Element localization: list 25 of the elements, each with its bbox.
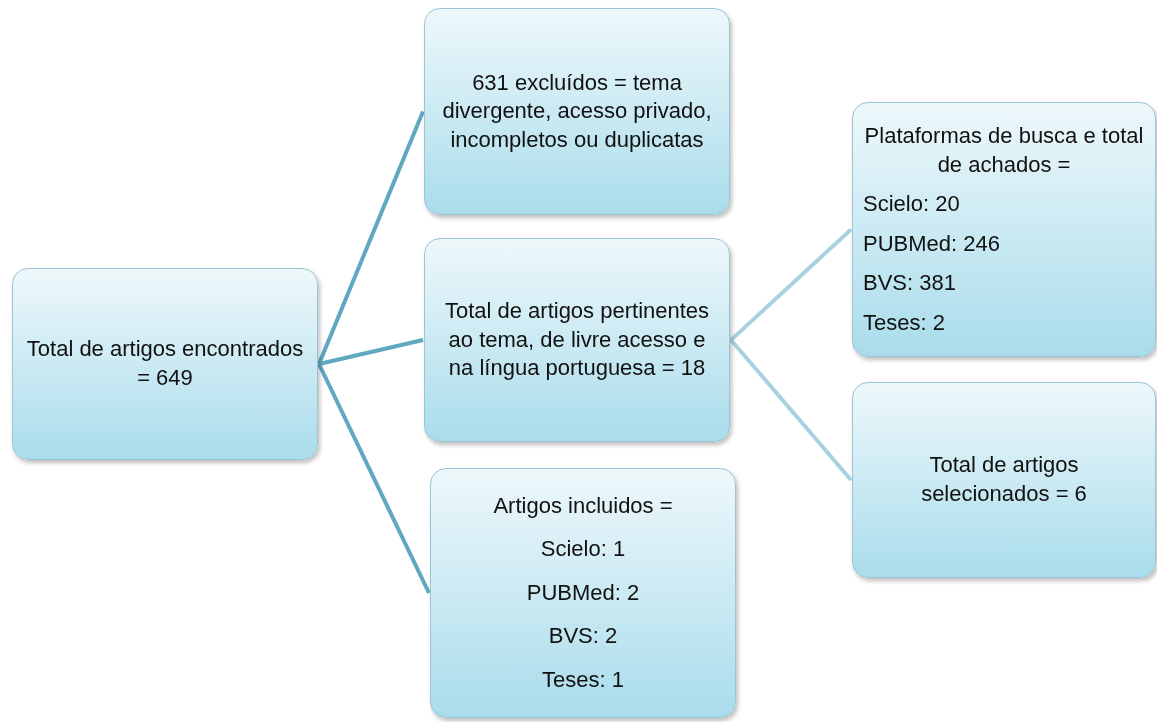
list-item: PUBMed: 246	[863, 229, 1001, 258]
connector-line	[318, 338, 424, 366]
list-item: BVS: 2	[547, 622, 619, 651]
list-item: PUBMed: 2	[525, 578, 641, 607]
connector-line	[729, 228, 853, 342]
process-box	[424, 8, 730, 215]
process-box	[424, 238, 730, 442]
box-text: Artigos incluidos =	[492, 491, 674, 520]
connector-line	[729, 338, 853, 482]
connector-line	[317, 110, 425, 365]
process-box	[430, 468, 736, 718]
box-text: Total de artigos selecionados = 6	[920, 451, 1088, 508]
box-text: 631 excluídos = tema divergente, acesso privado, incompletos ou duplicatas	[441, 68, 713, 154]
box-text: Total de artigos encontrados = 649	[25, 335, 305, 392]
box-text: Total de artigos pertinentes ao tema, de livre acesso e na língua portuguesa = 18	[443, 297, 711, 383]
list-item: Scielo: 1	[539, 535, 627, 564]
list-item: Teses: 2	[863, 308, 946, 337]
process-box	[12, 268, 318, 460]
list-item: Teses: 1	[541, 665, 625, 694]
process-box	[852, 102, 1156, 357]
connector-line	[317, 363, 431, 594]
process-box	[852, 382, 1156, 578]
list-item: BVS: 381	[863, 269, 957, 297]
box-text: Plataformas de busca e total de achados =	[863, 121, 1145, 179]
list-item: Scielo: 20	[863, 190, 961, 218]
